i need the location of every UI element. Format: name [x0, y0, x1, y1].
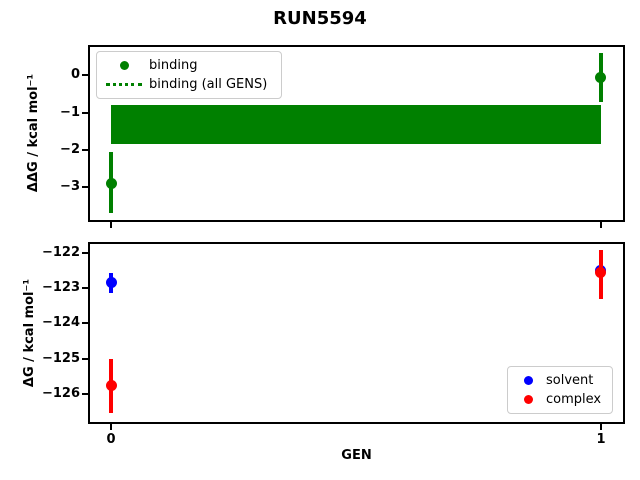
y-tick-label: −126	[41, 385, 80, 401]
binding-axes	[88, 45, 625, 222]
legend-entry-complex: complex	[510, 390, 610, 409]
x-axis-label: GEN	[341, 448, 372, 463]
y-tick-label: −124	[41, 315, 80, 331]
legend-entry-binding: binding	[99, 56, 279, 75]
x-tick-label: 0	[106, 432, 116, 447]
solvent-dot-icon	[523, 376, 533, 385]
x-tick	[110, 222, 113, 228]
legend-label-binding-all-gens: binding (all GENS)	[149, 77, 268, 92]
y-tick	[82, 392, 88, 395]
binding-dot-icon	[119, 61, 129, 70]
complex-marker-gen1	[595, 267, 607, 279]
complex-marker-gen0	[105, 380, 117, 392]
x-tick	[599, 222, 602, 228]
y-tick	[82, 322, 88, 325]
y-tick-label: −125	[41, 350, 80, 366]
y-tick	[82, 111, 88, 114]
y-tick	[82, 357, 88, 360]
y-tick-label: 0	[70, 67, 80, 83]
binding-marker-gen1	[595, 71, 607, 83]
y-tick	[82, 286, 88, 289]
legend-entry-solvent: solvent	[510, 371, 610, 390]
figure-title: RUN5594	[273, 8, 367, 29]
legend-marker-cell	[99, 83, 149, 86]
legend-label-binding: binding	[149, 58, 198, 73]
free-energy-axes	[88, 242, 625, 424]
complex-dot-icon	[523, 395, 533, 404]
binding-marker-gen0	[105, 178, 117, 190]
y-tick-label: −2	[60, 141, 80, 157]
binding-legend: binding binding (all GENS)	[96, 51, 282, 99]
legend-marker-cell	[510, 376, 546, 385]
legend-label-complex: complex	[546, 392, 602, 407]
x-tick	[110, 424, 113, 430]
y-tick	[82, 186, 88, 189]
free-energy-legend: solvent complex	[507, 366, 613, 414]
legend-marker-cell	[510, 395, 546, 404]
y-tick-label: −123	[41, 279, 80, 295]
y-tick-label: −1	[60, 104, 80, 120]
y-tick-label: −122	[41, 244, 80, 260]
legend-entry-binding-all-gens: binding (all GENS)	[99, 75, 279, 94]
solvent-marker-gen0	[105, 277, 117, 289]
y-tick	[82, 251, 88, 254]
y-tick	[82, 148, 88, 151]
x-tick	[599, 424, 602, 430]
y-tick-label: −3	[60, 179, 80, 195]
dotted-line-icon	[106, 83, 142, 86]
x-tick-label: 1	[596, 432, 606, 447]
legend-label-solvent: solvent	[546, 373, 594, 388]
legend-marker-cell	[99, 61, 149, 70]
confidence-band	[111, 105, 601, 145]
y-tick	[82, 74, 88, 77]
